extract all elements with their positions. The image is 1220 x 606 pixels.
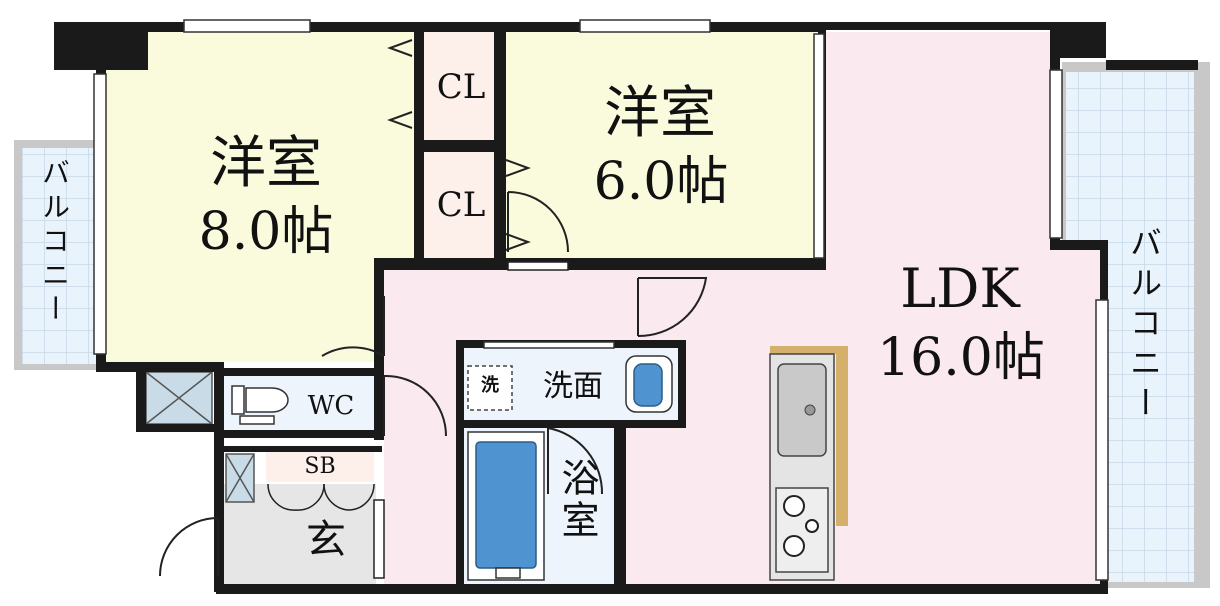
western-room-8-name: 洋室 [210, 131, 322, 196]
balcony-left-label: バルコニー [38, 158, 71, 328]
sliding-doors [373, 261, 569, 579]
washer-icon [467, 365, 513, 411]
doors [159, 39, 708, 577]
bathroom-label: 浴室 [555, 458, 599, 542]
toilet-icon [231, 385, 289, 425]
washroom-label: 洗面 [543, 369, 603, 404]
western-room-8-floor [104, 32, 414, 362]
sink-icon [625, 355, 673, 413]
ldk-floor [384, 32, 1100, 586]
western-room-8-size: 8.0帖 [198, 202, 334, 262]
kitchen-counter [769, 346, 848, 581]
balcony-left [14, 140, 98, 370]
western-room-6-floor [506, 32, 820, 264]
shoebox-doors [267, 483, 375, 511]
closet-lower-label: CL [436, 185, 486, 225]
western-room-6-name: 洋室 [604, 81, 716, 146]
toilet-label: WC [307, 391, 355, 421]
windows [93, 19, 1109, 581]
entrance-label: 玄 [306, 517, 346, 563]
washer-label: 洗 [481, 375, 499, 396]
shoebox-floor [266, 452, 374, 482]
western-room-6-size: 6.0帖 [593, 152, 729, 212]
closet-upper-floor [424, 32, 498, 140]
closet-lower-floor [424, 152, 498, 258]
closet-upper-label: CL [436, 67, 486, 107]
ldk-size: 16.0帖 [877, 328, 1045, 388]
balcony-right-label: バルコニー [1125, 226, 1163, 426]
ldk-name: LDK [900, 257, 1020, 320]
bathtub-icon [467, 431, 545, 581]
shoebox-label: SB [304, 454, 336, 479]
